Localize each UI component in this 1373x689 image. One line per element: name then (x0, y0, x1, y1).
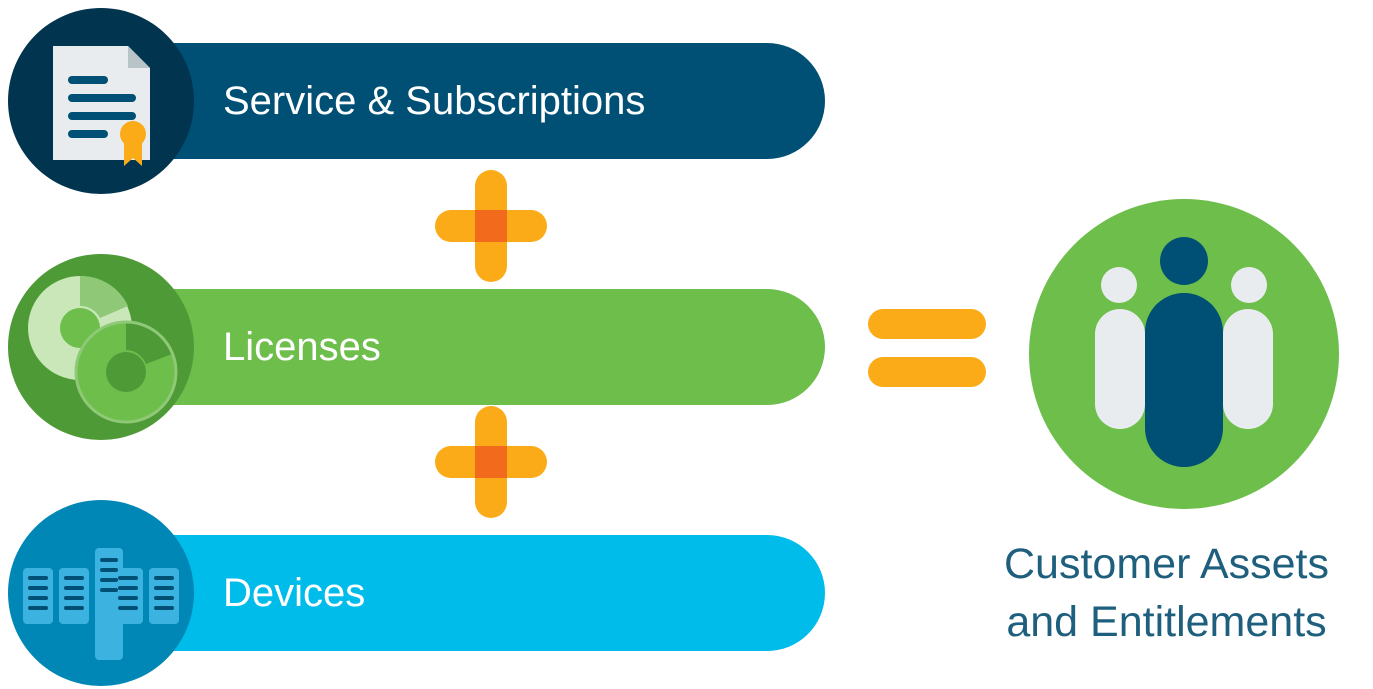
license-discs-icon (8, 254, 194, 440)
result-label: Customer Assets and Entitlements (960, 535, 1373, 651)
service-subscriptions-label: Service & Subscriptions (223, 78, 646, 123)
result-label-line1: Customer Assets (1004, 540, 1329, 588)
certificate-document-icon (8, 8, 194, 194)
plus-icon (431, 166, 551, 286)
plus-icon (431, 402, 551, 522)
server-rack-icon (8, 500, 194, 686)
customer-group-icon (1029, 199, 1339, 509)
devices-label: Devices (223, 570, 366, 615)
licenses-label: Licenses (223, 324, 381, 369)
result-label-line2: and Entitlements (1006, 598, 1327, 646)
equals-icon (868, 309, 986, 389)
